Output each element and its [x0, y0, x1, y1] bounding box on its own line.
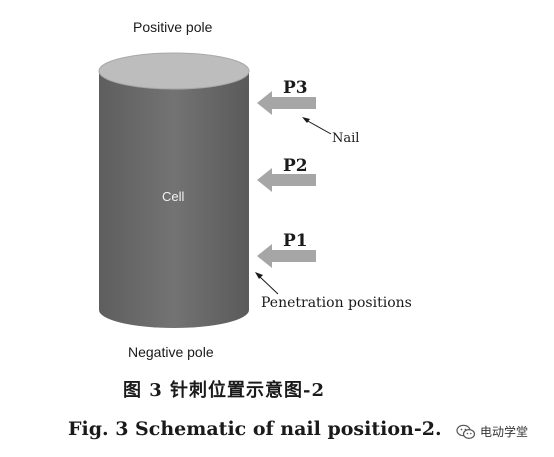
- cell-label: Cell: [162, 189, 185, 204]
- cell-cylinder: [98, 52, 250, 328]
- watermark: 电动学堂: [456, 423, 528, 440]
- watermark-text: 电动学堂: [480, 425, 529, 439]
- cell-top-face: [98, 52, 250, 90]
- arrow-p2: [257, 168, 316, 192]
- positive-pole-label: Positive pole: [133, 19, 213, 35]
- nail-label: Nail: [332, 131, 360, 146]
- arrow-p3: [257, 91, 316, 115]
- p3-label: P3: [283, 78, 308, 98]
- cell-body: [99, 71, 249, 328]
- caption-chinese: 图 3 针刺位置示意图-2: [123, 380, 326, 401]
- p1-label: P1: [283, 231, 308, 251]
- p2-label: P2: [283, 156, 308, 176]
- penetration-positions-label: Penetration positions: [261, 295, 412, 311]
- caption-english: Fig. 3 Schematic of nail position-2.: [68, 418, 442, 440]
- arrow-p1: [257, 244, 316, 268]
- nail-pointer: [302, 117, 332, 135]
- wechat-icon: [456, 424, 476, 439]
- penetration-pointer: [255, 272, 279, 295]
- negative-pole-label: Negative pole: [128, 344, 214, 360]
